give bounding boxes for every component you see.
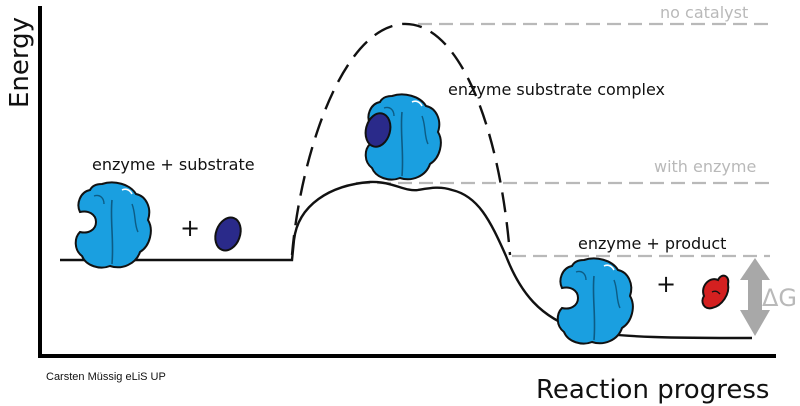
- substrate-molecule: [214, 216, 242, 252]
- products-label: enzyme + product: [578, 234, 726, 253]
- plus-sign-products: +: [656, 270, 676, 298]
- x-axis-label: Reaction progress: [536, 375, 769, 405]
- enzyme-catalyzed-curve: [60, 180, 753, 340]
- complex-label: enzyme substrate complex: [448, 80, 665, 99]
- plus-sign-reactants: +: [180, 214, 200, 242]
- bound-substrate-molecule: [364, 112, 392, 148]
- no-catalyst-label: no catalyst: [660, 3, 748, 22]
- enzyme-illustration-products: [556, 257, 634, 345]
- axes: [38, 6, 776, 358]
- y-axis-label: Energy: [5, 17, 35, 108]
- product-molecule: [701, 274, 730, 310]
- delta-g-arrow: [740, 258, 770, 336]
- no-catalyst-curve: [290, 22, 512, 256]
- with-enzyme-label: with enzyme: [654, 157, 756, 176]
- reactants-label: enzyme + substrate: [92, 155, 255, 174]
- enzyme-illustration-reactants: [74, 181, 152, 269]
- credit-text: Carsten Müssig eLiS UP: [46, 371, 166, 383]
- reference-lines: [356, 22, 770, 258]
- delta-g-label: ΔG: [762, 284, 797, 312]
